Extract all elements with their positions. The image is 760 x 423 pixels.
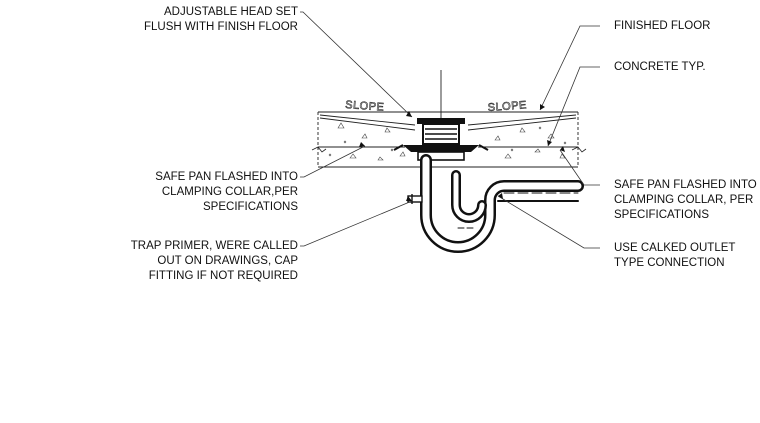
label-finished-floor: FINISHED FLOOR bbox=[614, 19, 710, 34]
leader-lines bbox=[300, 11, 600, 249]
concrete-hatch bbox=[328, 122, 567, 161]
p-trap bbox=[420, 154, 584, 253]
label-adjustable-head-set: ADJUSTABLE HEAD SET FLUSH WITH FINISH FL… bbox=[144, 5, 298, 35]
trap-primer-line-1: TRAP PRIMER, WERE CALLED bbox=[130, 240, 298, 252]
outlet-line-1: USE CALKED OUTLET bbox=[614, 242, 736, 254]
slope-label-right: SLOPE bbox=[487, 99, 527, 114]
finished-floor-line-1: FINISHED FLOOR bbox=[614, 20, 711, 32]
head-set-line-1: ADJUSTABLE HEAD SET bbox=[164, 6, 298, 18]
finished-floor-line bbox=[319, 114, 577, 131]
trap-primer-line-3: FITTING IF NOT REQUIRED bbox=[148, 270, 298, 282]
trap-primer-line-2: OUT ON DRAWINGS, CAP bbox=[157, 255, 298, 267]
label-trap-primer: TRAP PRIMER, WERE CALLED OUT ON DRAWINGS… bbox=[131, 239, 298, 284]
safe-pan-right-line-3: SPECIFICATIONS bbox=[614, 209, 709, 221]
label-concrete: CONCRETE TYP. bbox=[614, 60, 706, 75]
leader-arrowheads bbox=[359, 104, 565, 201]
safe-pan-left-line-1: SAFE PAN FLASHED INTO bbox=[155, 171, 298, 183]
outlet-line-2: TYPE CONNECTION bbox=[614, 257, 725, 269]
safe-pan-right-line-1: SAFE PAN FLASHED INTO bbox=[614, 179, 757, 191]
concrete-slab bbox=[317, 111, 579, 168]
label-calked-outlet: USE CALKED OUTLET TYPE CONNECTION bbox=[614, 241, 735, 271]
break-marks bbox=[311, 146, 587, 153]
drain-head bbox=[393, 118, 489, 161]
head-set-line-2: FLUSH WITH FINISH FLOOR bbox=[144, 21, 298, 33]
slope-label-left: SLOPE bbox=[345, 99, 385, 114]
safe-pan-left-line-3: SPECIFICATIONS bbox=[203, 201, 298, 213]
label-safe-pan-left: SAFE PAN FLASHED INTO CLAMPING COLLAR,PE… bbox=[155, 170, 298, 215]
safe-pan-right-line-2: CLAMPING COLLAR, PER bbox=[614, 194, 754, 206]
safe-pan-left-line-2: CLAMPING COLLAR,PER bbox=[161, 186, 298, 198]
concrete-line-1: CONCRETE TYP. bbox=[614, 61, 706, 73]
label-safe-pan-right: SAFE PAN FLASHED INTO CLAMPING COLLAR, P… bbox=[614, 178, 757, 223]
